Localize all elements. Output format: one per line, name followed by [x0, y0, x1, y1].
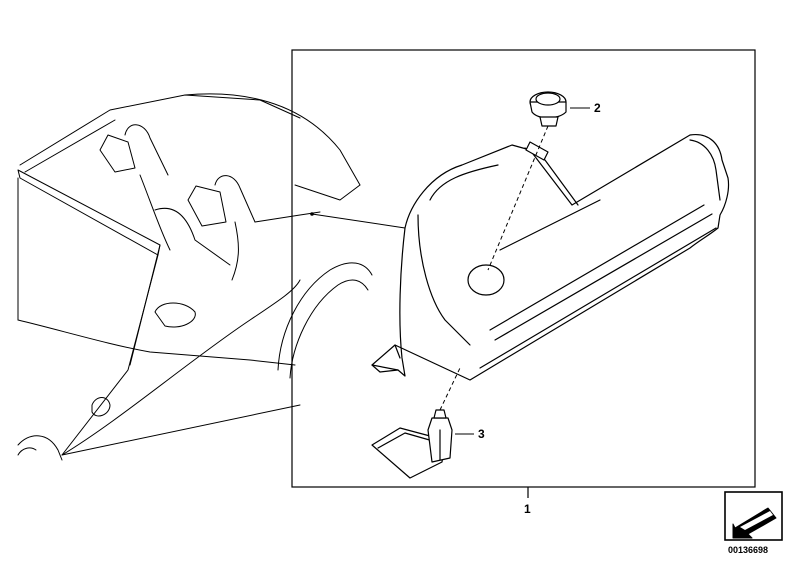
detail-frame — [291, 49, 756, 488]
part-2-axis — [487, 125, 549, 271]
callout-3: 3 — [478, 427, 485, 441]
part-3-axis — [439, 367, 461, 411]
diagram-number: 00136698 — [728, 545, 768, 555]
clip-part-3 — [371, 409, 453, 479]
callout-2: 2 — [594, 101, 601, 115]
trim-panel-part-1 — [371, 133, 730, 381]
plug-part-2 — [529, 91, 567, 127]
callout-1: 1 — [524, 502, 531, 516]
arrow-card-icon — [724, 491, 783, 541]
car-outline — [17, 93, 406, 461]
